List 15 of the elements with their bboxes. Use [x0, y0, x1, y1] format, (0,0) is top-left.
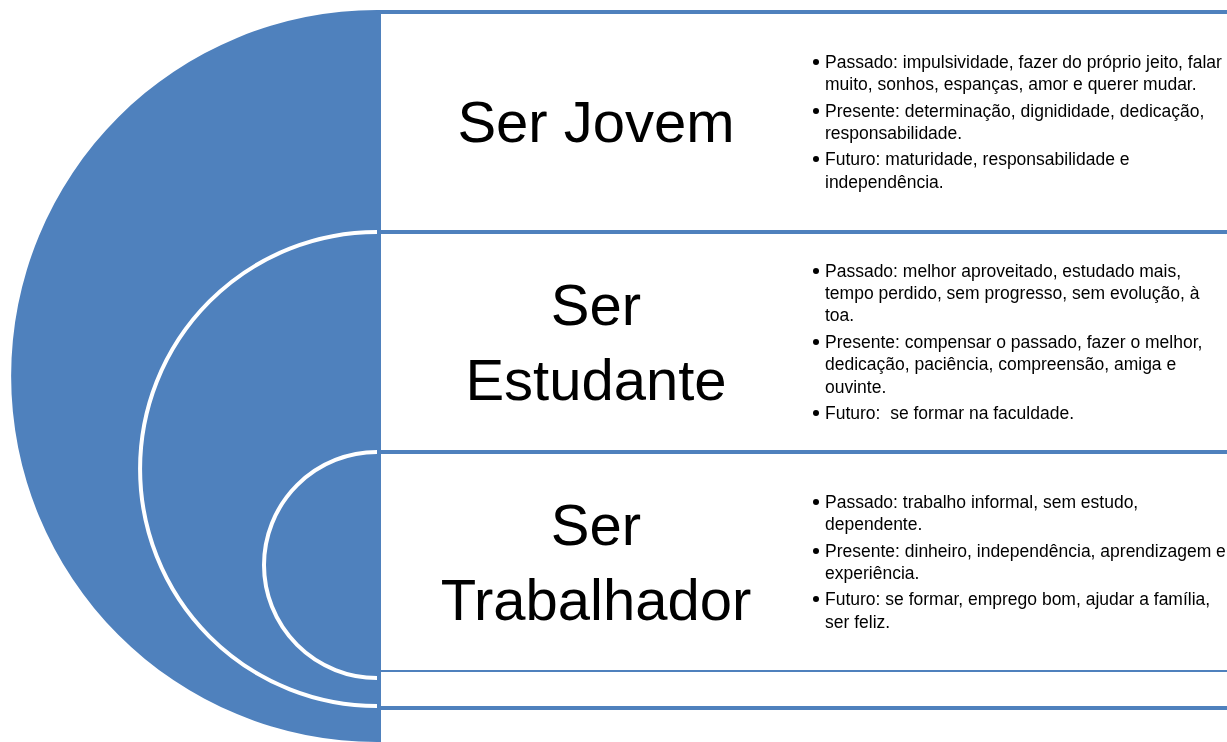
bullet-text: Presente: dinheiro, independência, aprendizagem e experiência. — [825, 540, 1227, 583]
bullet-text: Presente: compensar o passado, fazer o melhor, dedicação, paciência, compreensão, amiga e ouvinte. — [825, 331, 1204, 397]
bullet-text: Futuro: maturidade, responsabilidade e independência. — [825, 149, 1131, 192]
bullet-text: Passado: trabalho informal, sem estudo, dependente. — [825, 491, 1140, 535]
bullet-text: Presente: determinação, dignididade, dedicação, responsabilidade. — [825, 100, 1206, 143]
panel-heading: Ser Jovem — [456, 88, 736, 157]
text-panel — [377, 230, 1227, 450]
bullet-text: Passado: impulsividade, fazer do próprio jeito, falar muito, sonhos, espanças, amor e querer mudar. — [825, 51, 1223, 95]
bullet-text: Futuro: se formar, emprego bom, ajudar a família, ser feliz. — [825, 589, 1212, 632]
bullet-text: Passado: melhor aproveitado, estudado mais, tempo perdido, sem progresso, sem evolução, à toa. — [825, 260, 1201, 326]
text-panel — [377, 10, 1227, 230]
text-panel — [377, 450, 1227, 670]
panel-heading: Ser Trabalhador — [439, 490, 753, 634]
bullet-text: Futuro: se formar na faculdade. — [825, 402, 1075, 423]
panel-heading: Ser Estudante — [464, 270, 728, 414]
